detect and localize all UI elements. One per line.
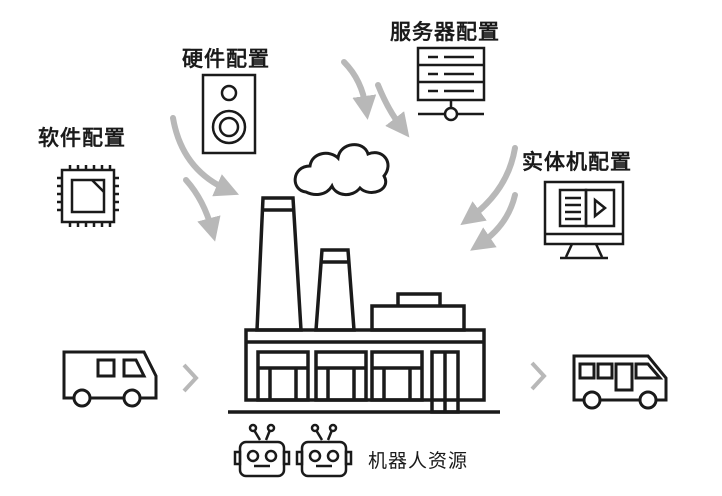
- flow-arrows: [170, 59, 518, 251]
- speaker-icon: [201, 73, 257, 155]
- camper-van-icon: [572, 354, 668, 410]
- chevron-right-icon: [182, 363, 199, 393]
- factory-icon: [228, 196, 500, 414]
- chip-icon: [57, 165, 119, 227]
- server-rack-icon: [416, 46, 486, 122]
- robot-icon: [295, 423, 353, 478]
- monitor-icon: [543, 180, 625, 260]
- delivery-van-icon: [62, 350, 158, 408]
- robot-resources-label: 机器人资源: [368, 450, 469, 472]
- server-config-label: 服务器配置: [390, 20, 500, 44]
- software-config-label: 软件配置: [38, 126, 126, 150]
- hardware-config-label: 硬件配置: [182, 47, 270, 71]
- chevron-right-icon: [530, 361, 547, 391]
- robot-icon: [233, 423, 291, 478]
- smoke-cloud-icon: [293, 143, 390, 196]
- physical-machine-config-label: 实体机配置: [522, 150, 632, 174]
